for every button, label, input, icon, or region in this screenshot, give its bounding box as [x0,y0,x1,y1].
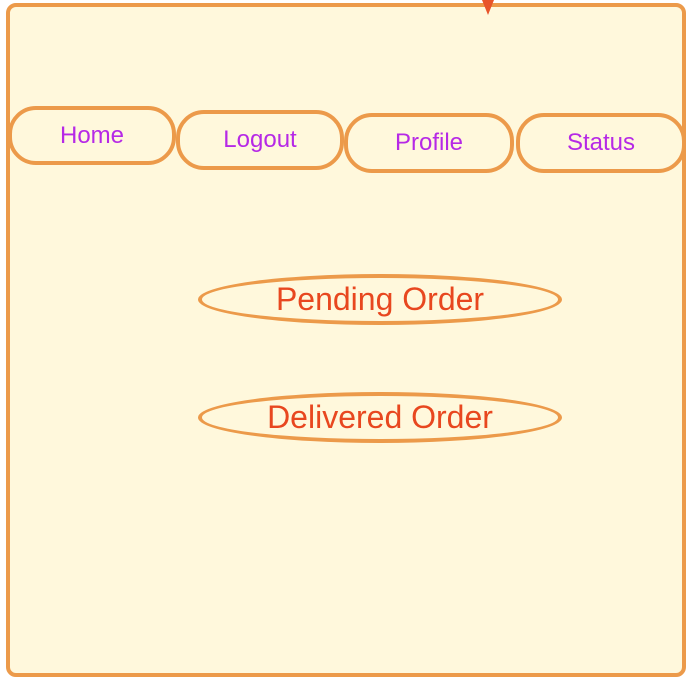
nav-profile-button[interactable]: Profile [344,113,514,173]
pointer-marker-icon [482,0,494,15]
app-frame [6,3,686,677]
nav-home-button[interactable]: Home [8,106,176,165]
delivered-order-button[interactable]: Delivered Order [198,392,562,443]
nav-status-button[interactable]: Status [516,113,686,173]
pending-order-button[interactable]: Pending Order [198,274,562,325]
nav-logout-button[interactable]: Logout [176,110,344,170]
